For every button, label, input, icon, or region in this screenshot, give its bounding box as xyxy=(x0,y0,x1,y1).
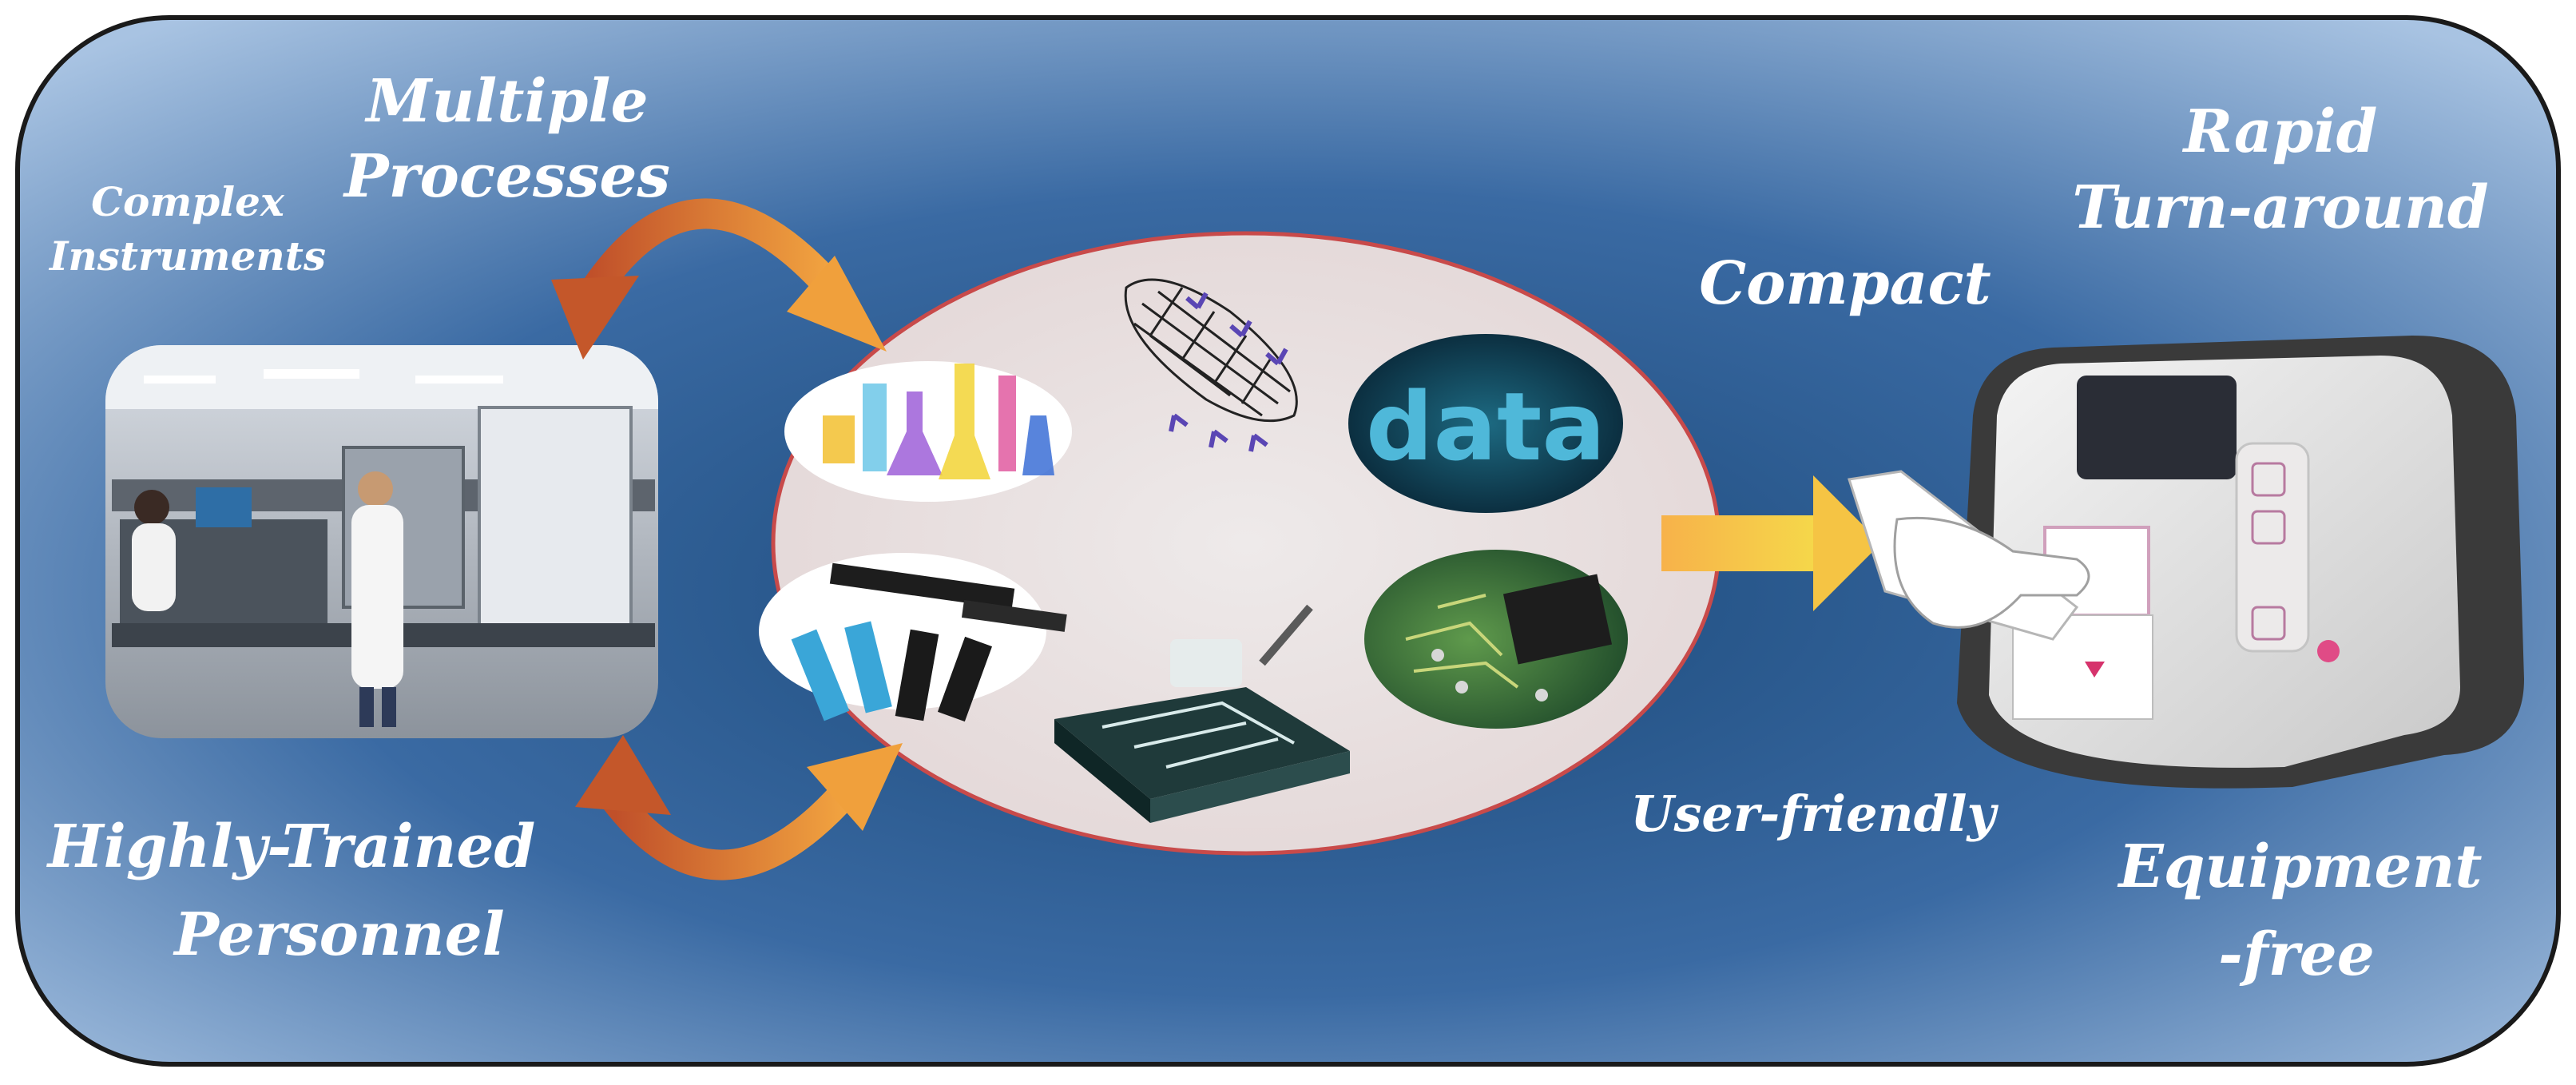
top-curved-arrow xyxy=(551,198,887,360)
complex-instruments-label-line2: Instruments xyxy=(48,232,326,280)
highly-trained-label-line1: Highly-Trained xyxy=(46,813,536,881)
rapid-turnaround-label-line2: Turn-around xyxy=(2072,173,2488,242)
laboratory-photo-icon xyxy=(105,345,658,738)
compact-label: Compact xyxy=(1699,249,1991,318)
multiple-processes-label-line1: Multiple xyxy=(363,67,648,136)
equipment-free-label-line2: -free xyxy=(2218,920,2375,989)
right-arrow xyxy=(1661,475,1881,611)
circuit-board-icon xyxy=(1364,550,1628,729)
rapid-turnaround-label-line1: Rapid xyxy=(2182,97,2378,166)
data-icon: data xyxy=(1348,334,1623,513)
bottom-curved-arrow xyxy=(575,735,903,880)
equipment-free-label-line1: Equipment xyxy=(2117,833,2482,901)
test-strips-icon xyxy=(759,553,1067,722)
microfluidic-chip-icon xyxy=(1054,604,1350,823)
carbon-nanotube-icon xyxy=(1124,278,1298,452)
highly-trained-label-line2: Personnel xyxy=(173,900,505,969)
lab-glassware-icon xyxy=(784,361,1072,502)
data-word: data xyxy=(1366,372,1606,482)
point-of-care-device-icon xyxy=(1848,336,2524,789)
complex-instruments-label-line1: Complex xyxy=(91,178,285,225)
multiple-processes-label-line2: Processes xyxy=(343,142,670,211)
user-friendly-label: User-friendly xyxy=(1630,785,1998,843)
